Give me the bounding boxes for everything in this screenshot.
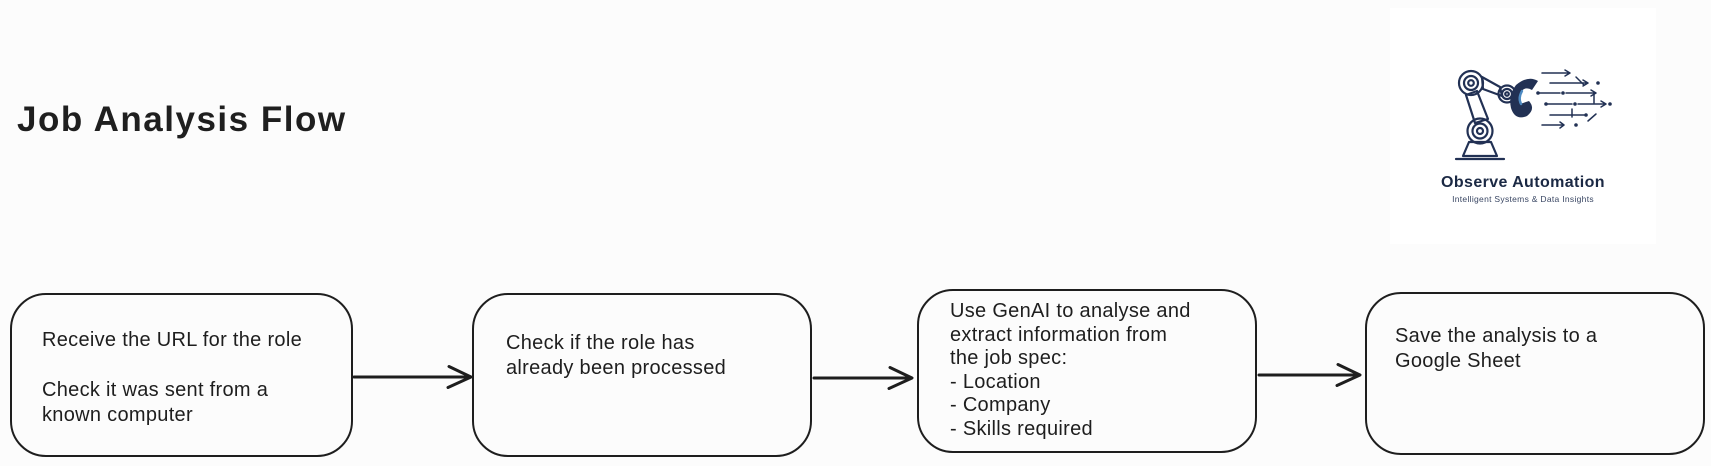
robot-arm-icon bbox=[1454, 69, 1612, 161]
node-text-line: Check it was sent from a bbox=[42, 379, 269, 401]
node-text-line: Save the analysis to a bbox=[1395, 325, 1598, 347]
node-text-line: already been processed bbox=[506, 357, 727, 379]
node-text-line bbox=[42, 353, 351, 378]
flow-node-save-sheet: Save the analysis to a Google Sheet bbox=[1365, 292, 1705, 455]
flow-node-receive-url: Receive the URL for the role Check it wa… bbox=[10, 293, 353, 457]
logo-tagline: Intelligent Systems & Data Insights bbox=[1452, 194, 1594, 204]
node-text-line: the job spec: bbox=[950, 347, 1068, 369]
node-text-line: - Location bbox=[950, 370, 1041, 393]
node-text-line: Check if the role has bbox=[506, 332, 695, 354]
flow-node-check-processed: Check if the role has already been proce… bbox=[472, 293, 812, 457]
flow-arrow-3 bbox=[1257, 363, 1362, 387]
node-text-line: - Skills required bbox=[950, 417, 1093, 440]
node-text-line: Receive the URL for the role bbox=[42, 329, 303, 351]
circuit-flow-icon bbox=[1537, 69, 1607, 129]
node-text-line: extract information from bbox=[950, 323, 1168, 346]
logo-name: Observe Automation bbox=[1441, 174, 1605, 191]
node-text-line: Use GenAI to analyse and bbox=[950, 300, 1191, 322]
flow-arrow-2 bbox=[812, 366, 914, 390]
flow-node-genai-analyse: Use GenAI to analyse and extract informa… bbox=[917, 289, 1257, 453]
robot-lower-arm bbox=[1464, 89, 1490, 125]
node-text-line: Google Sheet bbox=[1395, 350, 1521, 372]
flow-arrow-1 bbox=[352, 365, 473, 389]
circuit-dots bbox=[1536, 81, 1612, 127]
node-text-line: known computer bbox=[42, 404, 193, 426]
page-title: Job Analysis Flow bbox=[17, 100, 347, 139]
node-text-line: - Company bbox=[950, 394, 1051, 416]
robot-gripper bbox=[1510, 78, 1538, 118]
logo: Observe Automation Intelligent Systems &… bbox=[1390, 8, 1656, 244]
